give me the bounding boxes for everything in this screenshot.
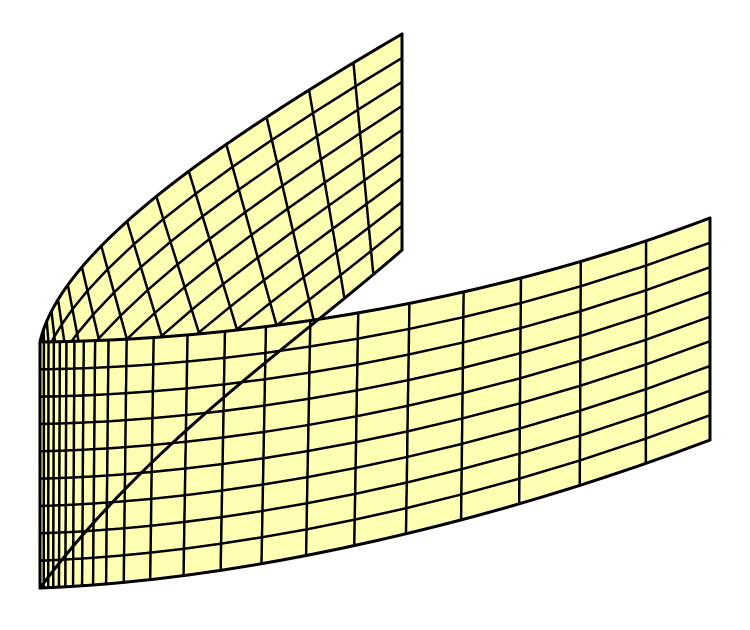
front-sheet-cell [72, 475, 85, 506]
front-sheet-cell [91, 555, 108, 587]
front-sheet-cell [71, 557, 84, 588]
front-sheet-cell [92, 528, 108, 559]
front-sheet-cell [72, 421, 85, 452]
front-sheet-cell [106, 419, 127, 450]
front-sheet-cell [81, 475, 96, 506]
front-sheet-cell [122, 524, 153, 557]
front-sheet-cell [72, 394, 85, 425]
front-sheet-cell [105, 527, 126, 558]
back-top-edge [38, 32, 404, 344]
front-sheet-cell [73, 339, 86, 370]
front-sheet-cell [92, 447, 109, 478]
surface-outline [38, 32, 712, 590]
back-bottom-edge [38, 248, 404, 590]
front-sheet-cell [93, 393, 110, 424]
front-sheet-cell [72, 503, 84, 534]
front-sheet-cell [150, 467, 187, 501]
front-sheet-cell [124, 363, 155, 395]
front-sheet-cell [123, 443, 154, 476]
front-sheet-cell [92, 420, 109, 451]
front-sheet-cell [125, 336, 155, 368]
front-sheet-cell [149, 494, 187, 527]
front-sheet-cell [106, 365, 128, 396]
front-sheet-cell [81, 420, 96, 451]
front-sheet-cell [124, 417, 154, 449]
front-sheet-cell [82, 366, 97, 397]
front-sheet-cell [124, 390, 155, 422]
front-sheet-cell [104, 554, 126, 586]
front-sheet-cell [106, 392, 128, 423]
front-sheet-cell [93, 366, 110, 397]
front-top-edge [38, 216, 712, 344]
front-sheet-cell [149, 520, 186, 554]
front-sheet-cell [122, 551, 152, 584]
front-sheet-cell [93, 338, 110, 369]
front-sheet-cell [152, 333, 189, 366]
front-sheet-cell [123, 497, 153, 530]
back-sheet-mesh [38, 32, 404, 590]
front-bottom-edge [38, 438, 712, 590]
front-sheet-cell [72, 367, 85, 397]
front-sheet-mesh [38, 216, 712, 590]
front-sheet-cell [105, 446, 127, 477]
front-sheet-cell [150, 413, 188, 447]
front-sheet-cell [107, 338, 128, 369]
front-sheet-cell [80, 556, 95, 587]
front-sheet-cell [151, 387, 188, 420]
front-sheet-cell [82, 339, 97, 370]
front-sheet-cell [92, 474, 109, 505]
front-sheet-cell [81, 448, 96, 479]
front-sheet-cell [151, 360, 189, 393]
front-sheet-cell [72, 448, 85, 479]
front-sheet-cell [81, 393, 96, 424]
